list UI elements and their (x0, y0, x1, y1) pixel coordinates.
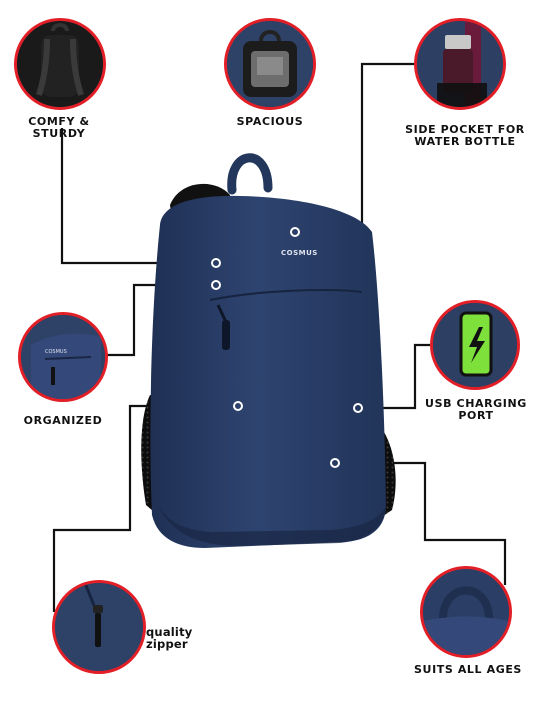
battery-charging-icon (433, 303, 517, 387)
feature-image-comfy (14, 18, 106, 110)
connector-usb (358, 343, 430, 410)
feature-image-zipper (52, 580, 146, 674)
brand-logo: COSMUS (281, 249, 318, 257)
feature-label-comfy: COMFY & STURDY (28, 115, 90, 140)
svg-text:COSMUS: COSMUS (45, 349, 67, 355)
feature-image-organized: COSMUS (18, 312, 108, 402)
feature-image-usb (430, 300, 520, 390)
feature-label-side-pocket-line2: WATER BOTTLE (414, 135, 516, 148)
feature-label-side-pocket-line1: SIDE POCKET FOR (405, 123, 525, 136)
feature-label-zipper: quality zipper (146, 625, 193, 651)
feature-label-usb-line2: PORT (458, 409, 494, 422)
connector-ages (335, 461, 507, 585)
feature-label-ages: SUITS ALL AGES (414, 663, 522, 676)
feature-label-spacious: SPACIOUS (236, 115, 304, 128)
feature-label-side-pocket: SIDE POCKET FOR WATER BOTTLE (400, 124, 530, 148)
hotspot-usb[interactable] (353, 403, 363, 413)
handle-icon (423, 569, 509, 655)
front-pocket-icon: COSMUS (21, 315, 105, 399)
hotspot-organized[interactable] (211, 280, 221, 290)
backpack-illustration (141, 153, 396, 548)
zipper-icon (55, 583, 143, 671)
hotspot-comfy[interactable] (211, 258, 221, 268)
hotspot-zipper[interactable] (233, 401, 243, 411)
water-bottle-icon (417, 21, 503, 107)
feature-label-usb: USB CHARGING PORT (418, 398, 534, 422)
hotspot-ages[interactable] (330, 458, 340, 468)
feature-image-side-pocket (414, 18, 506, 110)
feature-label-usb-line1: USB CHARGING (425, 397, 527, 410)
hotspot-side-pocket[interactable] (290, 227, 300, 237)
feature-image-spacious (224, 18, 316, 110)
feature-image-ages (420, 566, 512, 658)
open-compartment-icon (227, 21, 313, 107)
backpack-straps-icon (17, 21, 103, 107)
feature-label-organized: ORGANIZED (23, 414, 103, 427)
